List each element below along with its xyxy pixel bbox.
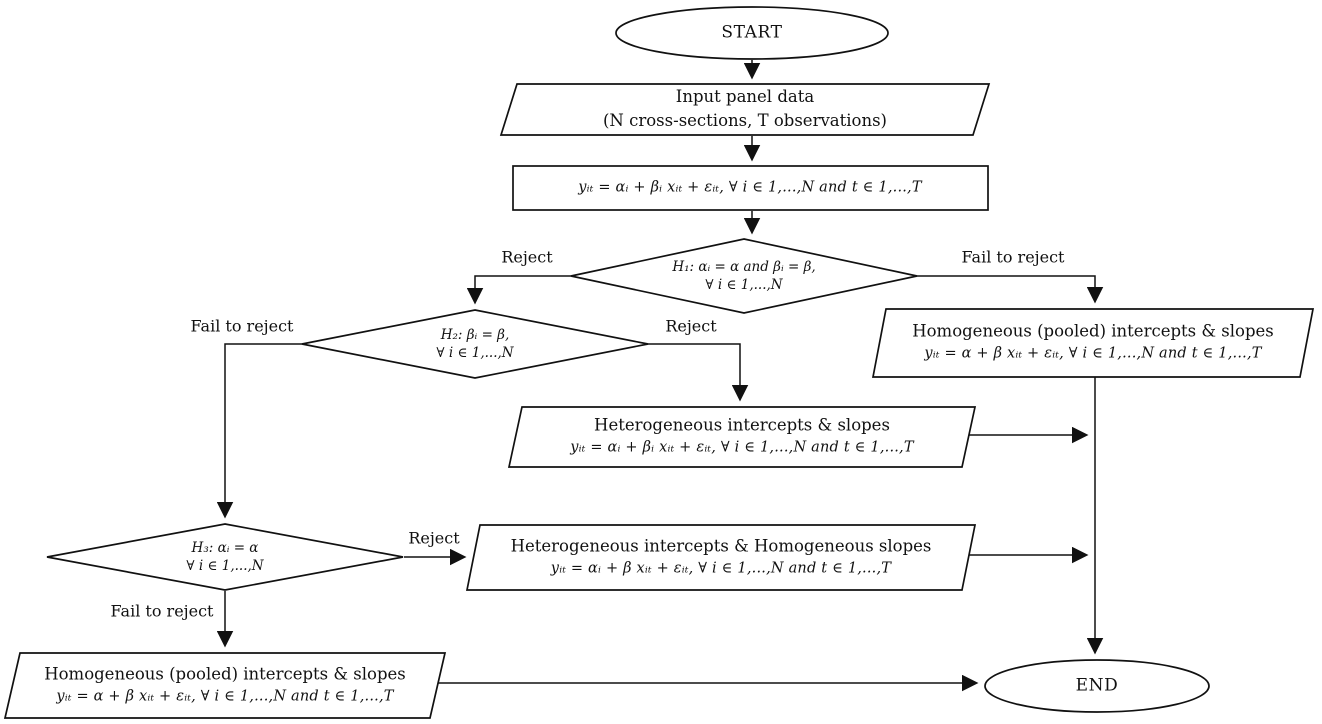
input-parallelogram-shape bbox=[499, 83, 991, 136]
pooled-bottom-title: Homogeneous (pooled) intercepts & slopes bbox=[44, 664, 406, 684]
end-terminal-shape bbox=[984, 659, 1210, 713]
hetero-homo-parallelogram-shape bbox=[465, 524, 977, 591]
start-label: START bbox=[721, 22, 783, 43]
h1-line2: ∀ i ∈ 1,...,N bbox=[705, 277, 783, 293]
pooled-right-node-text: Homogeneous (pooled) intercepts & slopes… bbox=[912, 320, 1274, 365]
input-line1: Input panel data bbox=[675, 87, 815, 107]
edge-h2-reject-to-hetero bbox=[648, 343, 749, 402]
h1-fail-edge-label: Fail to reject bbox=[961, 247, 1065, 267]
pooled-right-title: Homogeneous (pooled) intercepts & slopes bbox=[912, 321, 1274, 341]
pooled-bottom-node-text: Homogeneous (pooled) intercepts & slopes… bbox=[44, 663, 406, 708]
hetero-homo-title: Heterogeneous intercepts & Homogeneous s… bbox=[510, 536, 932, 556]
start-terminal-shape bbox=[615, 6, 889, 60]
pooled-bottom-parallelogram-shape bbox=[3, 652, 447, 719]
input-line2: (N cross-sections, T observations) bbox=[603, 111, 887, 130]
h1-line1: H₁: αᵢ = α and βᵢ = β, bbox=[672, 258, 816, 275]
pooled-bottom-equation: yᵢₜ = α + β xᵢₜ + εᵢₜ, ∀ i ∈ 1,...,N and… bbox=[56, 688, 394, 705]
end-label: END bbox=[1075, 675, 1119, 696]
h3-decision-shape bbox=[46, 523, 404, 591]
hetero-node-text: Heterogeneous intercepts & slopes yᵢₜ = … bbox=[570, 414, 913, 459]
pooled-right-equation: yᵢₜ = α + β xᵢₜ + εᵢₜ, ∀ i ∈ 1,...,N and… bbox=[924, 345, 1262, 362]
edge-h2-fail-to-h3 bbox=[216, 343, 302, 519]
pooled-right-parallelogram-shape bbox=[871, 308, 1315, 378]
h2-fail-edge-label: Fail to reject bbox=[190, 316, 294, 336]
input-node-text: Input panel data (N cross-sections, T ob… bbox=[603, 85, 887, 133]
h3-fail-edge-label: Fail to reject bbox=[110, 601, 214, 621]
h3-reject-edge-label: Reject bbox=[408, 528, 460, 548]
h2-decision-text: H₂: βᵢ = β, ∀ i ∈ 1,...,N bbox=[436, 326, 513, 362]
h2-line2: ∀ i ∈ 1,...,N bbox=[436, 345, 514, 361]
h1-decision-text: H₁: αᵢ = α and βᵢ = β, ∀ i ∈ 1,...,N bbox=[672, 258, 815, 294]
model-equation: yᵢₜ = αᵢ + βᵢ xᵢₜ + εᵢₜ, ∀ i ∈ 1,...,N a… bbox=[578, 179, 922, 196]
h2-decision-shape bbox=[301, 309, 649, 379]
hetero-parallelogram-shape bbox=[507, 406, 977, 468]
h3-decision-text: H₃: αᵢ = α ∀ i ∈ 1,...,N bbox=[186, 539, 263, 575]
hetero-title: Heterogeneous intercepts & slopes bbox=[594, 415, 890, 435]
hetero-homo-node-text: Heterogeneous intercepts & Homogeneous s… bbox=[511, 535, 932, 580]
h2-reject-edge-label: Reject bbox=[665, 316, 717, 336]
edge-h1-fail-to-pooled-right bbox=[917, 275, 1104, 304]
hetero-equation: yᵢₜ = αᵢ + βᵢ xᵢₜ + εᵢₜ, ∀ i ∈ 1,...,N a… bbox=[570, 439, 914, 456]
h3-line1: H₃: αᵢ = α bbox=[191, 539, 259, 556]
h1-decision-shape bbox=[570, 238, 918, 314]
h1-reject-edge-label: Reject bbox=[501, 247, 553, 267]
model-process-shape bbox=[512, 165, 989, 211]
h2-line1: H₂: βᵢ = β, bbox=[440, 326, 510, 343]
h3-line2: ∀ i ∈ 1,...,N bbox=[186, 558, 264, 574]
edge-h1-reject-to-h2 bbox=[466, 275, 571, 305]
hetero-homo-equation: yᵢₜ = αᵢ + β xᵢₜ + εᵢₜ, ∀ i ∈ 1,...,N an… bbox=[550, 560, 892, 577]
